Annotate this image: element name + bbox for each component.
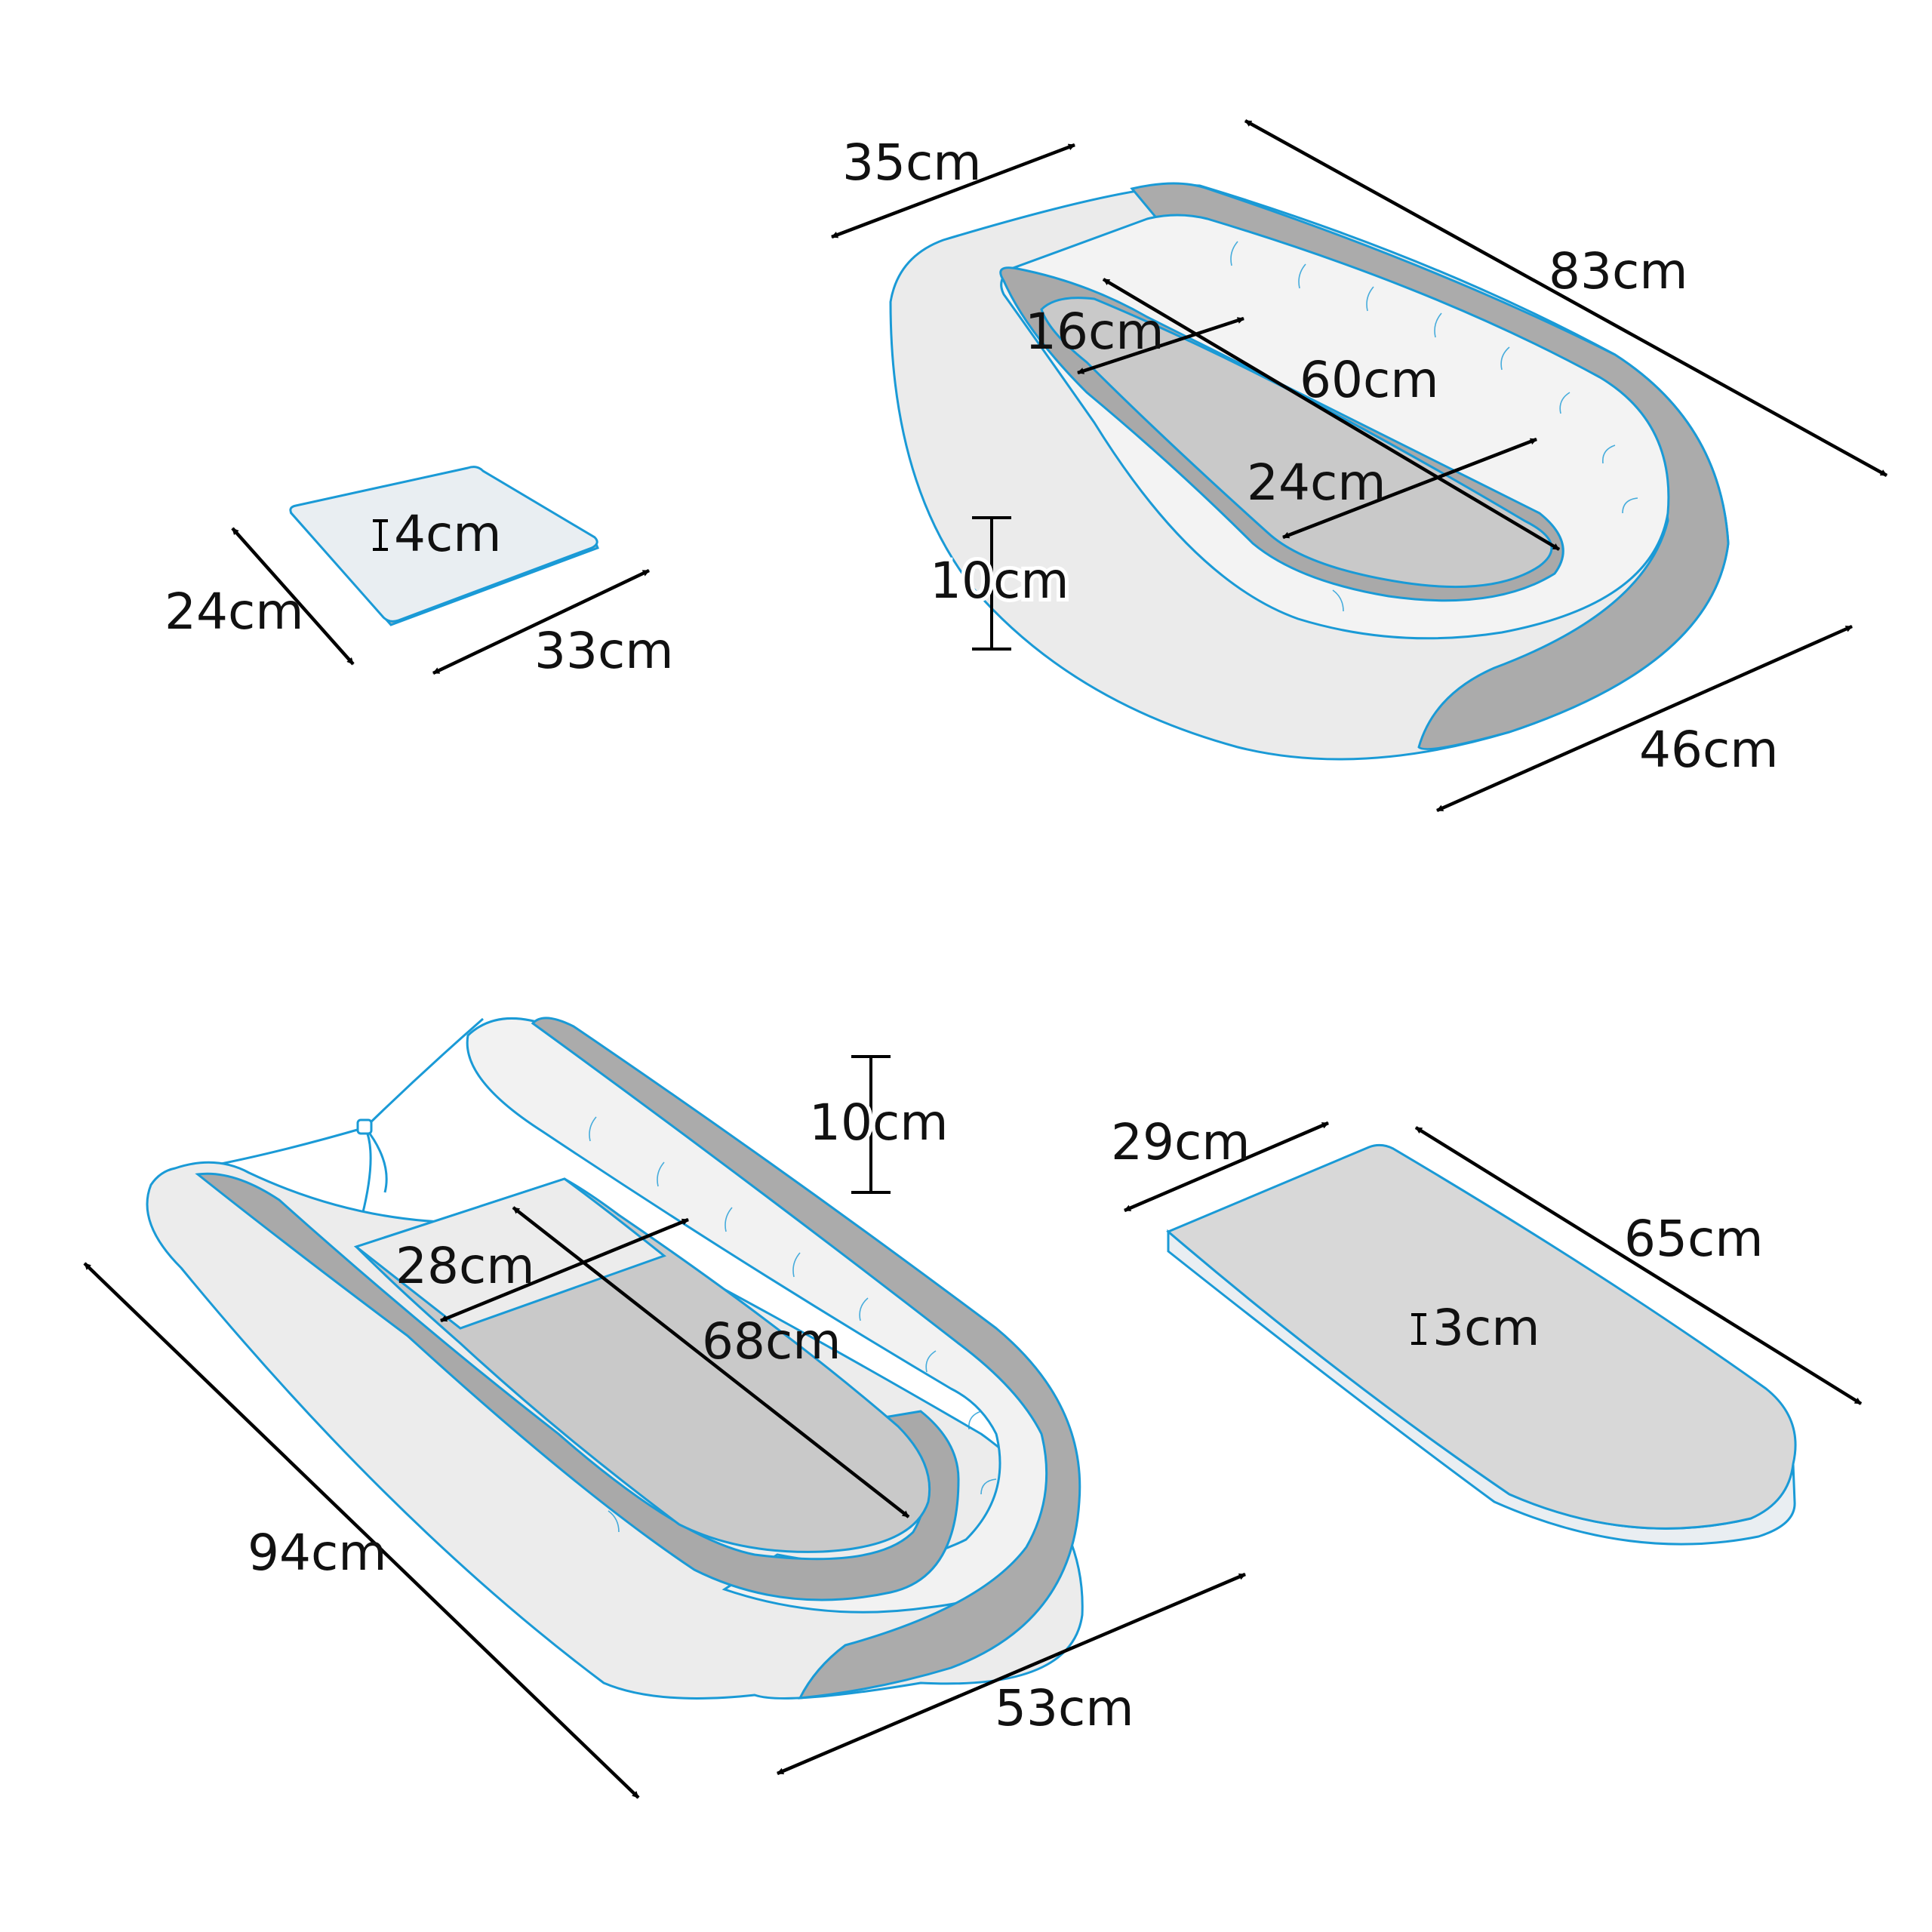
large-nest-width-arrow	[777, 1572, 1246, 1776]
large-nest-strap-buckle	[356, 1118, 373, 1135]
small-nest-height-label: 10cm	[930, 552, 1069, 610]
small-nest-inner-width-bottom-arrow	[1282, 437, 1537, 540]
large-nest-strap	[197, 1017, 484, 1170]
mattress-dimensions: 29cm 65cm 3cm	[1111, 1113, 1863, 1405]
large-nest-inner-length-arrow	[512, 1206, 910, 1518]
small-nest-width-label: 46cm	[1639, 721, 1779, 779]
large-nest-width-label: 53cm	[995, 1679, 1134, 1737]
large-nest-inner-width-label: 28cm	[395, 1237, 535, 1295]
small-nest-bumper-label: 35cm	[842, 134, 982, 192]
large-nest-length-arrow	[83, 1262, 640, 1799]
large-nest-dimensions: 10cm 28cm 68cm 94cm 53cm	[83, 1055, 1246, 1799]
mattress-length-label: 65cm	[1624, 1210, 1764, 1268]
small-nest-length-arrow	[1244, 119, 1888, 477]
pillow-thickness-label: 4cm	[394, 505, 502, 563]
pillow-width-arrow	[432, 568, 650, 675]
mattress-thickness-marker	[1411, 1313, 1426, 1345]
large-nest-height-marker	[851, 1055, 891, 1194]
small-nest-inner-width-bottom-label: 24cm	[1247, 454, 1386, 512]
mattress-thickness-label: 3cm	[1432, 1299, 1540, 1357]
mattress-width-arrow	[1124, 1121, 1329, 1213]
large-nest-strap-ties	[361, 1127, 388, 1216]
small-nest-dimensions: 35cm 83cm 16cm 60cm 24cm 10cm 46cm	[831, 119, 1888, 813]
large-nest-height-label: 10cm	[809, 1094, 949, 1152]
pillow-top-face	[289, 466, 598, 623]
pillow-thickness-marker	[373, 519, 388, 551]
pillow-depth-label: 24cm	[165, 583, 304, 641]
pillow-depth-arrow	[231, 527, 355, 666]
mattress-width-label: 29cm	[1111, 1113, 1251, 1171]
mattress-length-arrow	[1414, 1126, 1863, 1405]
small-nest-inner-length-label: 60cm	[1300, 351, 1439, 409]
small-nest-width-arrow	[1436, 624, 1853, 813]
pillow-width-label: 33cm	[534, 622, 674, 680]
small-nest-bumper-arrow	[831, 143, 1075, 239]
large-nest-length-label: 94cm	[248, 1524, 387, 1582]
small-nest-height-marker	[972, 516, 1011, 651]
small-nest-inner-width-label: 16cm	[1025, 303, 1164, 361]
small-nest-length-label: 83cm	[1549, 242, 1688, 300]
large-nest-inner-length-label: 68cm	[702, 1312, 841, 1371]
pillow-illustration	[289, 466, 599, 626]
pillow-dimensions: 4cm 24cm 33cm	[165, 505, 674, 680]
